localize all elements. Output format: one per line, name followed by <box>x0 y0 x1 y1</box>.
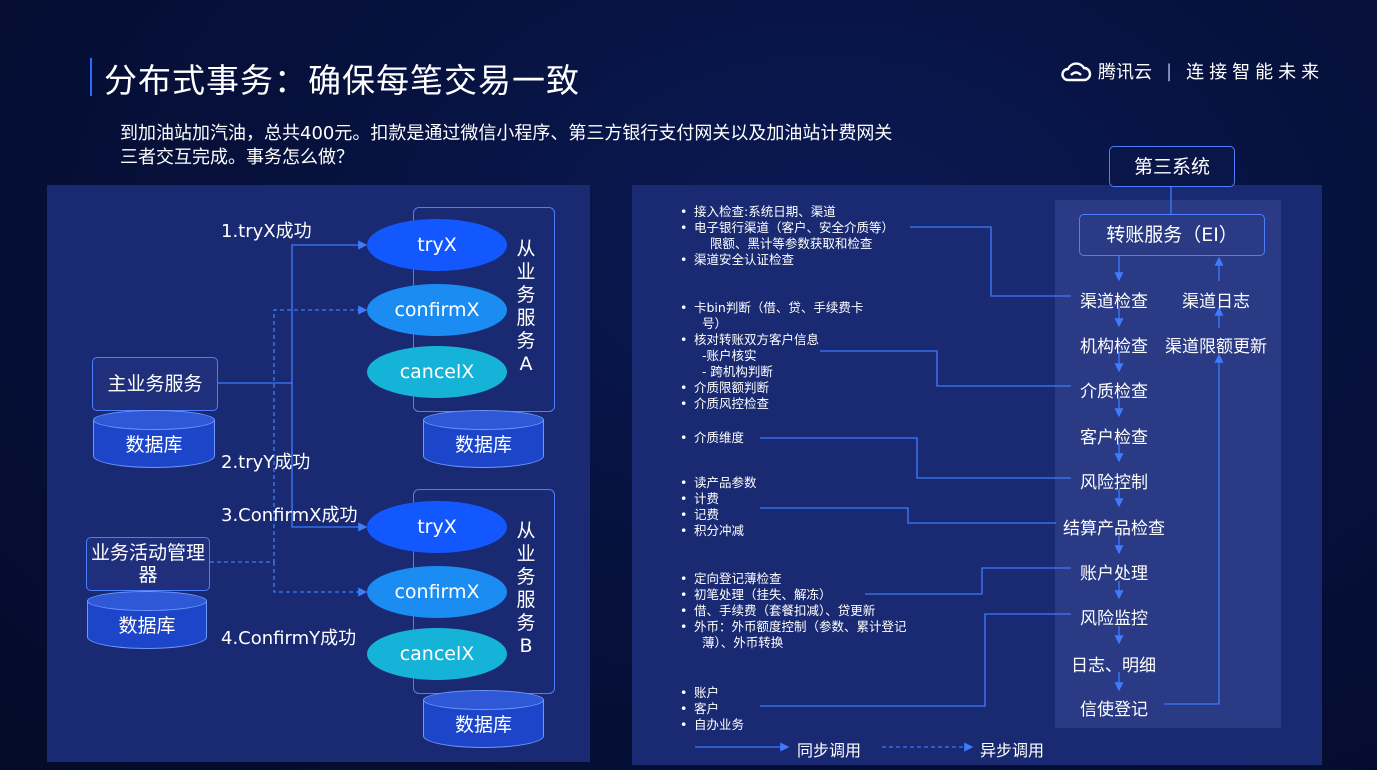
title-accent-bar <box>90 58 92 96</box>
brand-separator: | <box>1166 60 1173 82</box>
database-label: 数据库 <box>125 434 183 456</box>
bullet-group-account: •定向登记薄检查 •初笔处理（挂失、解冻） •借、手续费（套餐扣减）、贷更新 •… <box>680 571 907 650</box>
bullet-text: 计费 <box>694 491 720 506</box>
transfer-service-box: 转账服务（EI） <box>1079 214 1265 256</box>
intro-line-2: 三者交互完成。事务怎么做？ <box>120 147 354 168</box>
bullet-text: 外币：外币额度控制（参数、累计登记 <box>694 619 907 634</box>
third-system-box: 第三系统 <box>1109 146 1235 187</box>
intro-text: 到加油站加汽油，总共400元。扣款是通过微信小程序、第三方银行支付网关以及加油站… <box>120 122 970 170</box>
service-b-tryx: tryX <box>367 501 507 553</box>
step-1-label: 1.tryX成功 <box>221 221 312 242</box>
service-a-tryx: tryX <box>367 219 507 271</box>
bullet-text: 客户 <box>694 701 720 716</box>
bullet-text: 接入检查:系统日期、渠道 <box>694 204 836 219</box>
intro-line-1: 到加油站加汽油，总共400元。扣款是通过微信小程序、第三方银行支付网关以及加油站… <box>120 123 893 144</box>
bullet-text: 薄）、外币转换 <box>694 635 784 650</box>
bullet-group-monitor: •账户 •客户 •自办业务 <box>680 685 745 732</box>
step-messenger-register: 信使登记 <box>1080 700 1148 720</box>
bullet-text: 定向登记薄检查 <box>694 571 782 586</box>
database-label: 数据库 <box>454 434 512 456</box>
bullet-text: -账户核实 <box>694 348 757 363</box>
bullet-text: 介质风控检查 <box>694 396 770 411</box>
main-service-box: 主业务服务 <box>92 357 218 411</box>
bullet-group-product: •读产品参数 •计费 •记费 •积分冲减 <box>680 475 757 538</box>
bullet-text: 介质限额判断 <box>694 380 770 395</box>
bullet-group-medium: •卡bin判断（借、贷、手续费卡 号） •核对转账双方客户信息 -账户核实 - … <box>680 300 864 411</box>
step-risk-control: 风险控制 <box>1080 473 1148 493</box>
step-settlement-check: 结算产品检查 <box>1063 519 1165 539</box>
tcc-panel <box>47 185 590 762</box>
service-b-cancelx: cancelX <box>367 628 507 680</box>
step-4-label: 4.ConfirmY成功 <box>221 628 357 649</box>
step-customer-check: 客户检查 <box>1080 428 1148 448</box>
step-risk-monitor: 风险监控 <box>1080 609 1148 629</box>
bullet-text: 读产品参数 <box>694 475 757 490</box>
brand-slogan: 连接智能未来 <box>1186 62 1325 83</box>
bullet-text: 限额、黑计等参数获取和检查 <box>694 236 873 251</box>
cloud-logo-icon <box>1061 62 1092 82</box>
bullet-text: 渠道安全认证检查 <box>694 252 795 267</box>
step-institution-check: 机构检查 <box>1080 337 1148 357</box>
brand: 腾讯云 | 连接智能未来 <box>1060 58 1324 84</box>
manager-database: 数据库 <box>87 591 207 649</box>
page-title: 分布式事务：确保每笔交易一致 <box>104 61 580 100</box>
side-channel-limit-update: 渠道限额更新 <box>1165 337 1267 357</box>
bullet-text: 介质维度 <box>694 430 745 445</box>
service-b-confirmx: confirmX <box>367 566 507 618</box>
bullet-group-channel: •接入检查:系统日期、渠道 •电子银行渠道（客户、安全介质等） 限额、黑计等参数… <box>680 204 895 267</box>
service-b-label: 从业务服务B <box>516 520 536 657</box>
bullet-text: 记费 <box>694 507 720 522</box>
step-3-label: 3.ConfirmX成功 <box>221 505 358 526</box>
side-channel-log: 渠道日志 <box>1182 292 1250 312</box>
legend-async: 异步调用 <box>980 741 1045 760</box>
bullet-text: 卡bin判断（借、贷、手续费卡 <box>694 300 864 315</box>
service-a-database: 数据库 <box>423 410 544 468</box>
service-a-label: 从业务服务A <box>516 238 536 375</box>
brand-name: 腾讯云 <box>1098 62 1152 83</box>
bullet-text: 自办业务 <box>694 717 745 732</box>
bullet-text: 电子银行渠道（客户、安全介质等） <box>694 220 895 235</box>
step-log-detail: 日志、明细 <box>1071 656 1156 676</box>
activity-manager-box: 业务活动管理器 <box>86 537 210 591</box>
bullet-text: 账户 <box>694 685 720 700</box>
step-medium-check: 介质检查 <box>1080 382 1148 402</box>
service-a-cancelx: cancelX <box>367 346 507 398</box>
bullet-text: - 跨机构判断 <box>694 364 773 379</box>
bullet-text: 核对转账双方客户信息 <box>694 332 820 347</box>
bullet-group-risk: •介质维度 <box>680 430 745 445</box>
bullet-text: 号） <box>694 316 727 331</box>
service-a-confirmx: confirmX <box>367 284 507 336</box>
step-2-label: 2.tryY成功 <box>221 452 311 473</box>
database-label: 数据库 <box>454 714 512 736</box>
bullet-text: 初笔处理（挂失、解冻） <box>694 587 832 602</box>
bullet-text: 借、手续费（套餐扣减）、贷更新 <box>694 603 876 618</box>
bullet-text: 积分冲减 <box>694 523 745 538</box>
transfer-column-bg <box>1055 200 1281 728</box>
main-database: 数据库 <box>93 410 215 468</box>
legend-sync: 同步调用 <box>797 741 862 760</box>
service-b-database: 数据库 <box>423 690 544 748</box>
database-label: 数据库 <box>118 615 176 637</box>
step-channel-check: 渠道检查 <box>1080 292 1148 312</box>
step-account-processing: 账户处理 <box>1080 564 1148 584</box>
